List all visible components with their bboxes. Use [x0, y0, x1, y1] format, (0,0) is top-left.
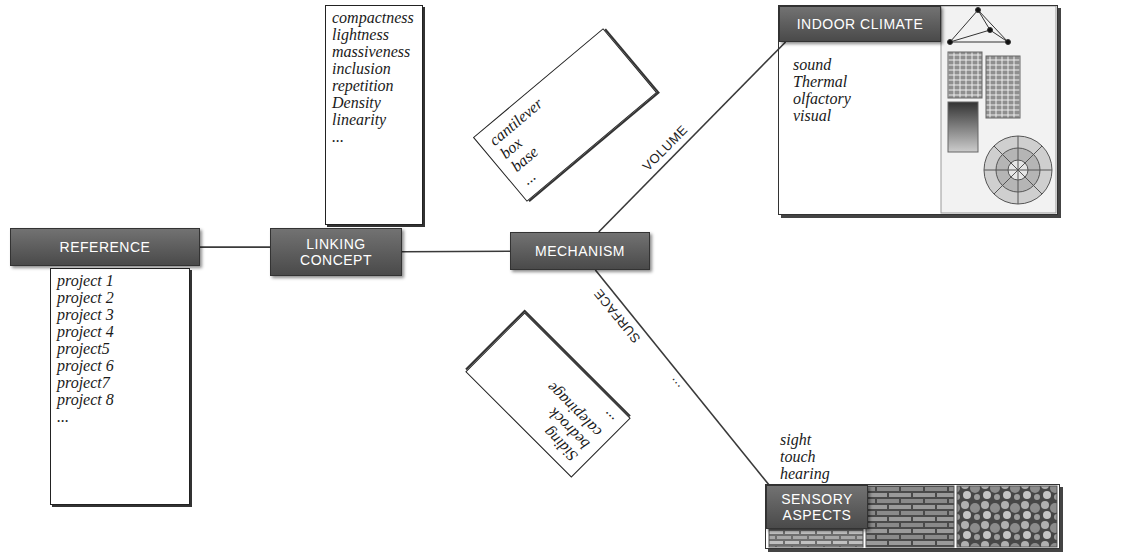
connector-line: [200, 246, 270, 248]
node-title: SENSORY ASPECTS: [777, 491, 857, 523]
list-item: olfactory: [793, 90, 851, 107]
connector-line: [402, 250, 510, 252]
text-group: soundThermalolfactoryvisual: [793, 56, 851, 124]
stage-box: REFERENCE: [10, 228, 200, 266]
surface-type-box: Sidingbedrockcalepinage...: [465, 312, 630, 477]
category-box: SENSORY ASPECTS: [766, 485, 868, 529]
node-title: REFERENCE: [60, 239, 151, 255]
ellipsis-label: ...: [662, 374, 684, 396]
list-item: project 8: [57, 391, 114, 408]
picture-panel: [941, 6, 1056, 213]
colour-card: [986, 56, 1020, 118]
list-item: inclusion: [332, 60, 391, 77]
project-list-box: project 1project 2project 3project 4proj…: [50, 268, 190, 505]
list-item: project 3: [57, 306, 114, 323]
list-item: lightness: [332, 26, 389, 43]
list-item: sound: [793, 56, 831, 73]
list-item: touch: [780, 448, 816, 465]
connector-line: [595, 270, 769, 485]
tone-strip: [948, 102, 978, 152]
list-item: ...: [332, 128, 344, 145]
list-item: ...: [57, 408, 69, 425]
list-item: compactness: [332, 9, 414, 26]
list-item: Density: [332, 94, 381, 111]
wall-texture: [769, 529, 863, 547]
colour-wheel: [984, 136, 1052, 204]
list-item: project5: [57, 340, 110, 357]
pyramid-chart: [948, 8, 1011, 45]
list-item: repetition: [332, 77, 394, 94]
sensory-panel: sighttouchhearingSENSORY ASPECTS: [765, 484, 1060, 549]
list-item: massiveness: [332, 43, 410, 60]
volume-type-box: cantileverboxbase...: [473, 28, 657, 202]
list-item: project 4: [57, 323, 114, 340]
list-item: project 2: [57, 289, 114, 306]
colour-card: [948, 52, 982, 98]
indoor-climate-panel: soundThermalolfactoryvisual INDOOR CLIMAT…: [778, 5, 1058, 215]
node-title: MECHANISM: [535, 243, 625, 259]
concept-list-box: compactnesslightnessmassivenessinclusion…: [325, 5, 423, 225]
indoor-climate-pictures: [941, 6, 1056, 213]
list-item: project7: [57, 374, 110, 391]
brick-texture: [866, 486, 954, 547]
node-title: LINKING CONCEPT: [281, 236, 391, 268]
list-item: Thermal: [793, 73, 847, 90]
list-item: hearing: [780, 465, 830, 482]
list-item: linearity: [332, 111, 386, 128]
category-box: INDOOR CLIMATE: [779, 6, 941, 42]
node-title: INDOOR CLIMATE: [797, 16, 924, 32]
stage-box: MECHANISM: [510, 232, 650, 270]
stage-box: LINKING CONCEPT: [270, 228, 402, 276]
list-item: project 6: [57, 357, 114, 374]
edge-label: SURFACE: [590, 285, 645, 348]
text-group: sighttouchhearing: [780, 431, 830, 482]
list-item: sight: [780, 431, 811, 448]
stone-texture: [957, 486, 1057, 547]
list-item: project 1: [57, 272, 114, 289]
edge-label: VOLUME: [638, 120, 692, 175]
list-item: visual: [793, 107, 831, 124]
sensory-pictures: [769, 486, 1057, 547]
